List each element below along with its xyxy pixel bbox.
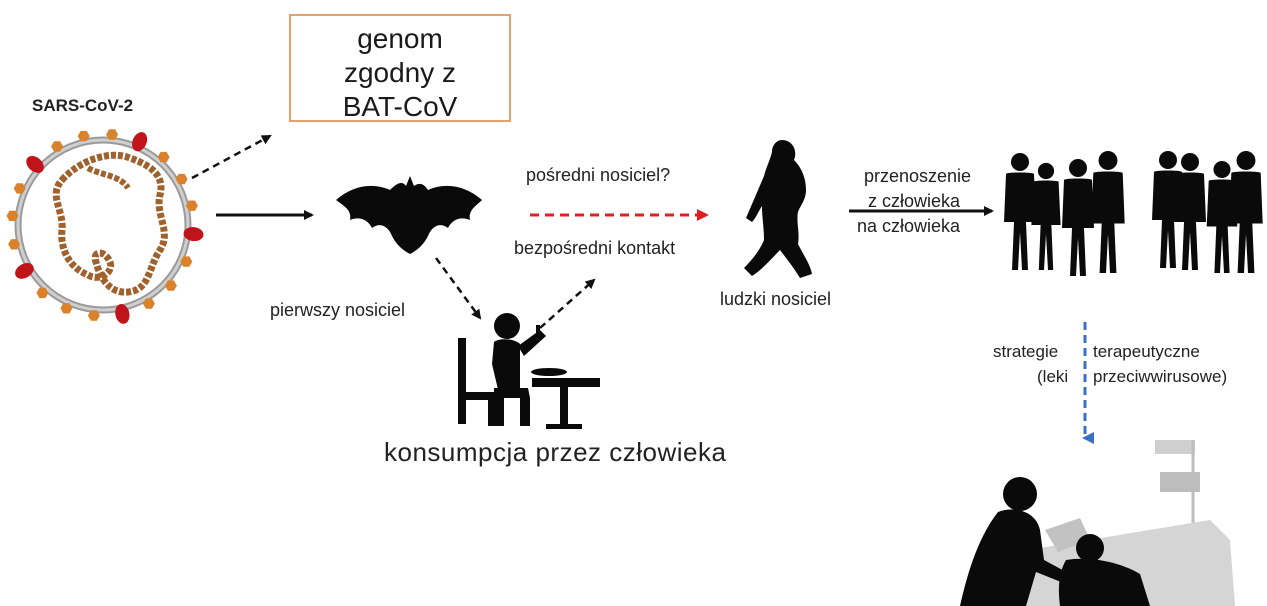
spike-orange xyxy=(87,310,100,321)
spike-orange xyxy=(8,239,21,250)
crowd-person-body xyxy=(1229,171,1263,273)
bat-to-consumption-arrow xyxy=(434,257,482,320)
transmission-label-1: przenoszenie xyxy=(864,166,972,186)
crowd-person-head xyxy=(1037,162,1055,180)
crowd-person-body xyxy=(1206,179,1238,273)
spike-red xyxy=(132,132,148,152)
spike-orange xyxy=(142,298,155,309)
iv-monitor xyxy=(1155,440,1195,454)
human-host-label: ludzki nosiciel xyxy=(720,289,832,309)
crowd-person-body xyxy=(1004,172,1036,270)
spike-red xyxy=(15,263,34,279)
spike-orange xyxy=(175,173,188,185)
consumption-label: konsumpcja przez człowieka xyxy=(384,437,727,467)
sars-cov-2-virion-icon xyxy=(6,129,204,324)
crowd-person-head xyxy=(1213,160,1231,179)
genome-line-1: genom xyxy=(357,23,443,54)
spike-orange xyxy=(6,210,19,222)
walking-person-icon xyxy=(744,140,812,278)
crowd-person-head xyxy=(1098,151,1118,170)
bat-icon xyxy=(336,176,482,254)
virus-label: SARS-CoV-2 xyxy=(32,96,134,115)
therapy-right-2: przeciwwirusowe) xyxy=(1093,367,1228,386)
spike-orange xyxy=(51,141,64,152)
virus-to-genome-arrow xyxy=(191,134,272,180)
intermediate-host-label: pośredni nosiciel? xyxy=(526,165,671,185)
therapy-right-1: terapeutyczne xyxy=(1093,342,1200,361)
spike-orange xyxy=(185,200,198,211)
spike-orange xyxy=(106,129,119,140)
spike-orange xyxy=(13,183,26,194)
therapy-left-1: strategie xyxy=(993,342,1059,361)
crowd-person-body xyxy=(1174,172,1206,270)
therapy-left-2: (leki xyxy=(1037,367,1069,386)
genome-box: genom zgodny z BAT-CoV xyxy=(289,14,511,122)
spike-orange xyxy=(164,280,177,291)
consumption-to-contact-arrow xyxy=(539,278,596,329)
hospital-patient-icon xyxy=(960,440,1235,606)
crowd-person-head xyxy=(1236,151,1256,170)
spike-orange xyxy=(157,151,170,163)
crowd-person-body xyxy=(1031,180,1061,270)
spike-red xyxy=(26,155,44,173)
crowd-person-head xyxy=(1011,153,1029,171)
genome-line-2: zgodny z xyxy=(343,57,457,88)
crowd-person-head xyxy=(1159,151,1177,169)
crowd-person-head xyxy=(1181,153,1199,171)
transmission-label-2: z człowieka xyxy=(868,191,961,211)
transmission-label-3: na człowieka xyxy=(857,216,961,236)
spike-orange xyxy=(36,287,49,299)
first-host-label: pierwszy nosiciel xyxy=(270,300,406,320)
spike-red xyxy=(115,304,130,324)
spike-orange xyxy=(60,303,73,314)
spike-red xyxy=(183,227,204,242)
crowd-person-body xyxy=(1091,171,1125,273)
spike-orange xyxy=(77,130,90,142)
genome-line-3: BAT-CoV xyxy=(342,91,458,122)
direct-contact-label: bezpośredni kontakt xyxy=(514,238,676,258)
crowd-person-head xyxy=(1069,159,1087,177)
spike-orange xyxy=(180,256,193,267)
crowd-icon xyxy=(1004,151,1263,276)
eating-person-icon xyxy=(458,313,600,429)
crowd-person-body xyxy=(1062,178,1094,276)
